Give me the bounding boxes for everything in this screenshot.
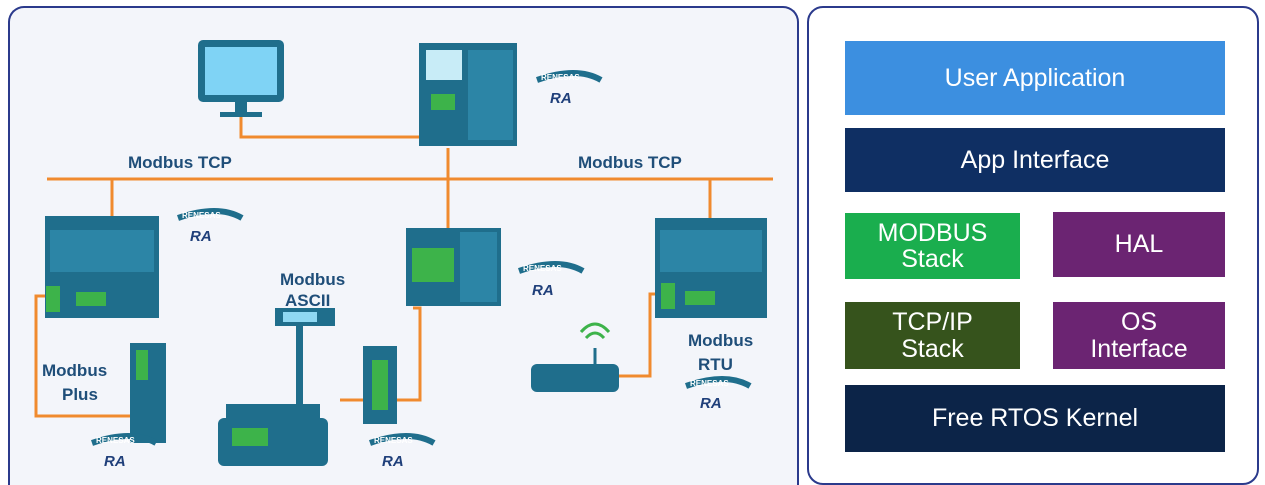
tcpip-stack-layer: TCP/IP Stack [845,302,1020,369]
renesas-ra-logo-rtu: RENESAS RA [685,376,752,412]
user-application-layer: User Application [845,41,1225,115]
modbus-plus-device-icon [130,343,166,443]
modbus-network-diagram: RENESAS RA RENESAS RA RENESAS RA RENESAS… [34,40,773,470]
app-interface-layer: App Interface [845,128,1225,192]
modbus-ascii-label-line2: ASCII [285,291,330,310]
renesas-ra-logo-top: RENESAS RA [536,70,603,107]
logo-ra: RA [532,282,554,299]
modbus-stack-layer: MODBUS Stack [845,213,1020,279]
rtos-kernel-layer: Free RTOS Kernel [845,385,1225,452]
logo-text: RENESAS [374,436,413,445]
renesas-ra-logo-left: RENESAS RA [177,208,244,245]
modbus-rtu-label-line1: Modbus [688,331,753,350]
right-plc-icon [655,218,767,318]
modbus-tcp-label-left: Modbus TCP [128,153,232,172]
center-plc-icon [406,228,501,306]
renesas-ra-logo-ascii: RENESAS RA [369,433,436,470]
logo-text: RENESAS [96,436,135,445]
logo-text: RENESAS [523,264,562,273]
router-icon [531,322,619,392]
logo-ra: RA [190,228,212,245]
weighing-scale-icon [218,308,335,466]
logo-text: RENESAS [182,211,221,220]
logo-ra: RA [382,453,404,470]
modbus-rtu-label-line2: RTU [698,355,733,374]
logo-text: RENESAS [690,379,729,388]
monitor-icon [198,40,284,117]
logo-text: RENESAS [541,73,580,82]
modbus-tcp-label-right: Modbus TCP [578,153,682,172]
left-plc-icon [45,216,159,318]
logo-ra: RA [550,90,572,107]
logo-ra: RA [104,453,126,470]
hal-layer: HAL [1053,212,1225,277]
top-plc-icon [419,43,517,146]
modbus-plus-label-line2: Plus [62,385,98,404]
renesas-ra-logo-center: RENESAS RA [518,261,585,299]
logo-ra: RA [700,395,722,412]
modbus-ascii-label-line1: Modbus [280,270,345,289]
gateway-icon [363,346,397,424]
renesas-ra-logo-plus: RENESAS RA [91,433,158,470]
os-interface-layer: OS Interface [1053,302,1225,369]
modbus-plus-label-line1: Modbus [42,361,107,380]
